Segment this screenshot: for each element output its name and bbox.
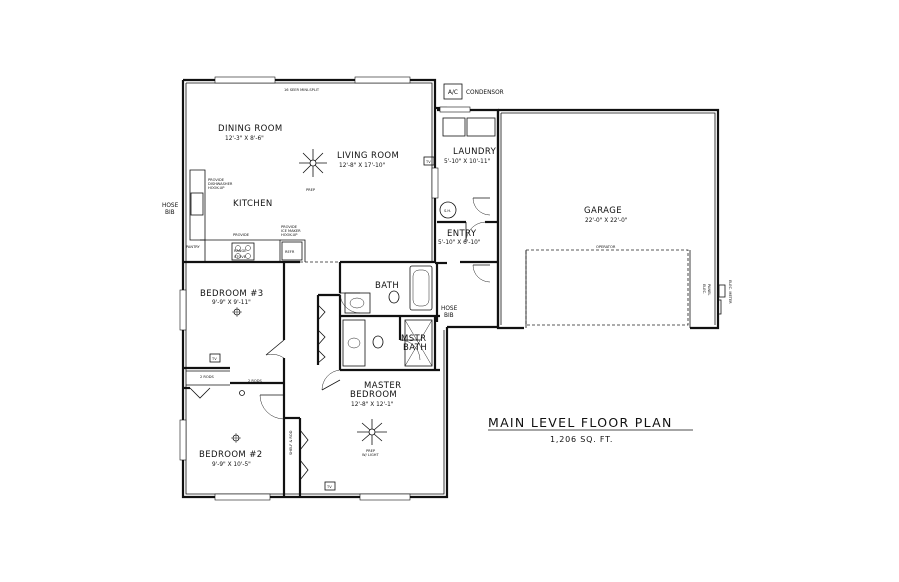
prep-light-label-2: W/ LIGHT	[362, 453, 379, 457]
elec-panel-label-1: ELEC.	[702, 284, 706, 294]
ice-maker-label-3: HOOK-UP	[281, 233, 298, 237]
elec-panel-label-2: PANEL	[707, 284, 711, 295]
bedroom2-name: BEDROOM #2	[199, 450, 263, 460]
bedroom2-dims: 9'-9" X 10'-5"	[212, 462, 251, 468]
refr-label: REFR	[285, 250, 295, 254]
elec-meter-group: ELEC. METER	[728, 280, 732, 304]
ac-pad	[443, 83, 463, 100]
bedroom3-name: BEDROOM #3	[200, 289, 264, 299]
prep-light-label-1: PREP	[366, 449, 376, 453]
ice-maker-label-1: PROVIDE	[281, 225, 298, 229]
pantry-label: PANTRY	[186, 245, 201, 249]
entry-name: ENTRY	[447, 229, 477, 239]
hose-bib-label-3: HOSE	[441, 306, 458, 312]
rods-label-3: SHELF & ROD	[289, 430, 293, 455]
dining-room-dims: 12'-3" X 8'-6"	[225, 136, 264, 142]
master-bedroom-line2: BEDROOM	[350, 390, 397, 400]
dishwasher-label-2: DISHWASHER	[208, 182, 233, 186]
elec-meter-label: ELEC. METER	[728, 280, 732, 304]
master-bath-line1: MSTR	[401, 334, 426, 344]
laundry-name: LAUNDRY	[453, 147, 497, 157]
hose-bib-label-1: HOSE	[162, 203, 179, 209]
garage-door	[525, 249, 691, 328]
living-room-dims: 12'-8" X 17'-10"	[339, 163, 386, 169]
mini-split-label: 16 SEER MINI-SPLIT	[284, 88, 320, 92]
plan-area: 1,206 SQ. FT.	[550, 435, 613, 444]
stove-label: STOVE	[234, 255, 247, 259]
rods-label-2: 2 RODS	[248, 379, 263, 383]
tv-label-bedroom3: TV	[211, 357, 217, 361]
laundry-dims: 5'-10" X 10'-11"	[444, 159, 491, 165]
prep-label: PREP	[306, 188, 316, 192]
dishwasher-label-3: HOOK-UP	[208, 186, 225, 190]
dishwasher-label-1: PROVIDE	[208, 178, 225, 182]
range-label: RANGE	[234, 249, 247, 253]
doors	[189, 197, 491, 481]
master-bedroom-line1: MASTER	[364, 381, 401, 391]
provide-wiring-label: PROVIDE	[233, 233, 250, 237]
light-fixture-icon	[231, 307, 245, 443]
entry-dims: 5'-10" X 6'-10"	[438, 240, 481, 246]
ac-label: A/C	[448, 90, 458, 96]
ceiling-fan-living-icon	[299, 149, 327, 177]
master-bedroom-dims: 12'-8" X 12'-1"	[351, 402, 394, 408]
tv-outlets	[209, 156, 435, 491]
plan-title: MAIN LEVEL FLOOR PLAN	[488, 415, 673, 430]
ice-maker-label-2: ICE MAKER	[281, 229, 301, 233]
interior-walls	[183, 169, 498, 497]
inner-wall-lines	[185, 82, 716, 495]
dining-room-name: DINING ROOM	[218, 124, 283, 134]
elec-meter-box	[718, 284, 726, 298]
rods-label-1: 2 RODS	[200, 375, 215, 379]
windows	[179, 76, 471, 501]
ceiling-fan-master-icon	[357, 419, 387, 445]
bedroom3-dims: 9'-9" X 9'-11"	[212, 300, 251, 306]
elec-panel-group: ELEC. PANEL	[702, 284, 711, 295]
hose-bib-label-2: BIB	[165, 210, 175, 216]
garage-dims: 22'-0" X 22'-0"	[585, 218, 628, 224]
tv-label-bedroom2: TV	[326, 485, 332, 489]
bath-name: BATH	[375, 281, 399, 291]
master-bath-line2: BATH	[403, 343, 427, 353]
operator-label: OPERATOR	[596, 245, 616, 249]
living-room-name: LIVING ROOM	[337, 151, 399, 161]
condensor-label: CONDENSOR	[466, 90, 504, 96]
tv-label-living: TV	[425, 160, 431, 164]
elec-panel-box	[717, 299, 722, 315]
sh-label: S.H.	[444, 209, 451, 213]
fixtures	[190, 117, 496, 367]
rods-group: SHELF & ROD	[289, 430, 293, 455]
garage-name: GARAGE	[584, 206, 622, 216]
kitchen-name: KITCHEN	[233, 199, 273, 209]
hose-bib-label-4: BIB	[444, 313, 454, 319]
